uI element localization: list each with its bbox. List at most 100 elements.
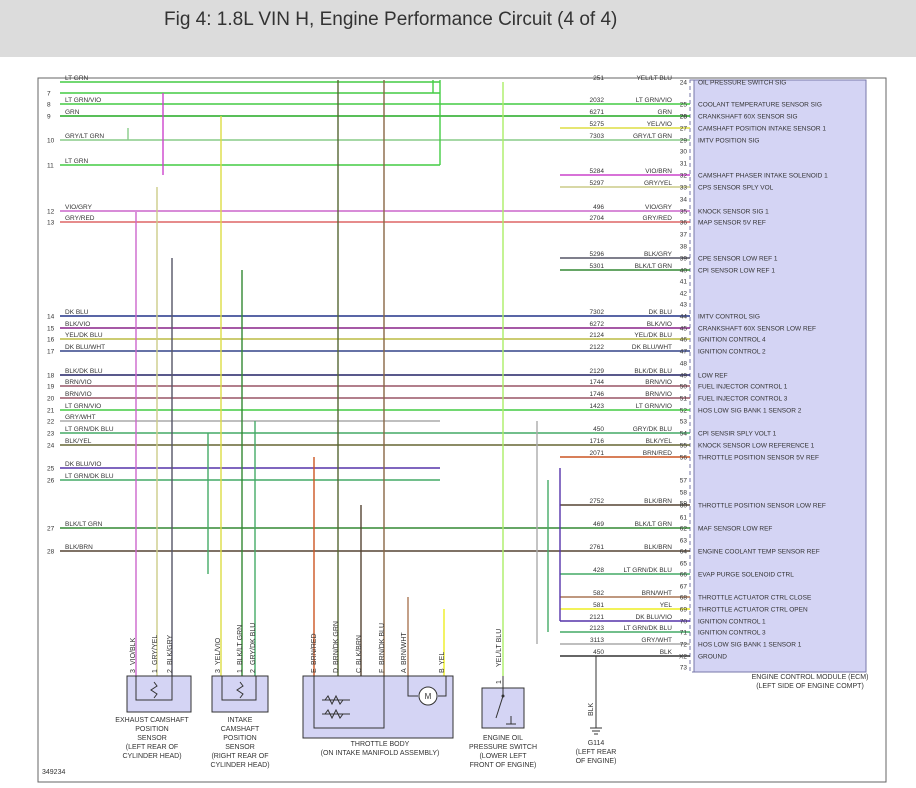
title-bar: Fig 4: 1.8L VIN H, Engine Performance Ci… [0, 0, 916, 57]
ecm-pin-number: 31 [680, 161, 688, 168]
ecm-pin-name: MAF SENSOR LOW REF [698, 526, 772, 533]
wire-circuit-number: 2761 [590, 544, 605, 551]
ecm-pin-number: 42 [680, 291, 688, 298]
ecm-pin-number: 41 [680, 279, 688, 286]
ground-wire-label: BLK [588, 702, 595, 716]
wire-circuit-number: 428 [593, 567, 604, 574]
wire-layer [60, 81, 690, 657]
wire-row-number: 17 [47, 349, 55, 356]
wire-left-label: GRN [65, 109, 80, 116]
intake-cam-label-3: SENSOR [225, 744, 255, 751]
wire-left-label: YEL/DK BLU [65, 332, 103, 339]
throttle-pin-d: D [333, 668, 340, 673]
intake-camshaft-sensor: 3 YEL/VIO 1 BLK/LT GRN 2 GRY/DK BLU INTA… [210, 623, 269, 769]
ecm-pin-number: 58 [680, 490, 688, 497]
intake-cam-label-1: CAMSHAFT [221, 726, 260, 733]
throttle-pin-a: A [401, 668, 408, 673]
wire-row-number: 23 [47, 431, 55, 438]
ecm-pin-number: 39 [680, 256, 688, 263]
wire-circuit-number: 2124 [590, 332, 605, 339]
ecm-pin-name: OIL PRESSURE SWITCH SIG [698, 80, 786, 87]
ecm-pin-number: 34 [680, 197, 688, 204]
wire-color-code: BRN/VIO [645, 379, 672, 386]
ecm-pin-number: 66 [680, 572, 688, 579]
ecm-pin-name: THROTTLE ACTUATOR CTRL CLOSE [698, 595, 812, 602]
ecm-pin-number: 30 [680, 149, 688, 156]
wire-circuit-number: 5301 [590, 263, 605, 270]
page-title: Fig 4: 1.8L VIN H, Engine Performance Ci… [164, 9, 618, 30]
wiring-diagram: ENGINE CONTROL MODULE (ECM) (LEFT SIDE O… [37, 75, 887, 783]
ground-label-0: (LEFT REAR [576, 749, 617, 756]
wire-row-number: 25 [47, 466, 55, 473]
ecm-pin-number: 40 [680, 268, 688, 275]
wire-color-code: BRN/WHT [642, 590, 672, 597]
intake-cam-label-4: (RIGHT REAR OF [211, 753, 268, 760]
ecm-label-2: (LEFT SIDE OF ENGINE COMPT) [756, 683, 864, 690]
wire-circuit-number: 1746 [590, 391, 605, 398]
oil-switch-label-2: (LOWER LEFT [479, 753, 527, 760]
ecm-pin-name: KNOCK SENSOR SIG 1 [698, 209, 769, 216]
wire-row-number: 16 [47, 337, 55, 344]
wire-left-label: BLK/DK BLU [65, 368, 103, 375]
wire-left-label: LT GRN/VIO [65, 403, 101, 410]
wire-left-label: LT GRN/DK BLU [65, 473, 114, 480]
oil-switch-pin-1: 1 [496, 680, 503, 684]
wire-color-code: DK BLU/WHT [632, 344, 672, 351]
wire-color-code: GRY/LT GRN [633, 133, 672, 140]
exhaust-cam-wire-1: VIO/BLK [130, 637, 137, 665]
wire-color-code: BLK/BRN [644, 544, 672, 551]
wire-row-number: 22 [47, 419, 55, 426]
wire-circuit-number: 2123 [590, 625, 605, 632]
throttle-pin-b: B [439, 668, 446, 673]
wire-circuit-number: 496 [593, 204, 604, 211]
wire-color-code: GRY/RED [643, 215, 673, 222]
wire-row-number: 19 [47, 384, 55, 391]
ecm-pin-name: CPI SENSIR SPLY VOLT 1 [698, 431, 777, 438]
wire-color-code: VIO/GRY [645, 204, 673, 211]
wire-circuit-number: 6271 [590, 109, 605, 116]
wire-color-code: BLK/VIO [647, 321, 672, 328]
ecm-pin-number: 48 [680, 361, 688, 368]
wire-row-number: 11 [47, 163, 54, 170]
ecm-box-outline [689, 79, 867, 673]
figure-id: 349234 [42, 769, 65, 776]
ecm-pin-number: 32 [680, 173, 688, 180]
exhaust-cam-label-4: CYLINDER HEAD) [122, 753, 181, 760]
ecm-pin-number: 72 [680, 642, 688, 649]
wire-circuit-number: 450 [593, 426, 604, 433]
exhaust-cam-sensor-box [126, 675, 192, 713]
ecm-pin-name: CAMSHAFT PHASER INTAKE SOLENOID 1 [698, 173, 828, 180]
ecm-pin-number: 38 [680, 244, 688, 251]
ecm-pin-name: IGNITION CONTROL 1 [698, 619, 766, 626]
ecm-pin-number: 50 [680, 384, 688, 391]
ecm-pin-number: 45 [680, 326, 688, 333]
wire-row-number: 7 [47, 91, 51, 98]
ecm-pin-name: MAP SENSOR 5V REF [698, 220, 766, 227]
ecm-pin-name: COOLANT TEMPERATURE SENSOR SIG [698, 102, 822, 109]
throttle-wire-b: YEL [439, 652, 446, 665]
ecm-pin-name: THROTTLE POSITION SENSOR LOW REF [698, 503, 826, 510]
ecm-pin-number: 33 [680, 185, 688, 192]
ecm-pin-name: CAMSHAFT POSITION INTAKE SENSOR 1 [698, 126, 826, 133]
ecm-pin-name: IMTV POSITION SIG [698, 138, 759, 145]
throttle-wire-e: BRN/RED [311, 633, 318, 665]
ecm-pin-number: 27 [680, 126, 688, 133]
ecm-pin-number: 63 [680, 538, 688, 545]
ecm-pin-name: GROUND [698, 654, 727, 661]
wire-row-number: 10 [47, 138, 55, 145]
exhaust-cam-label-3: (LEFT REAR OF [126, 744, 178, 751]
ecm-pin-number: X2 [679, 654, 687, 661]
wire-circuit-number: 5297 [590, 180, 605, 187]
ecm-pin-name: CRANKSHAFT 60X SENSOR LOW REF [698, 326, 816, 333]
ecm-pin-number: 68 [680, 595, 688, 602]
wire-color-code: GRN [658, 109, 673, 116]
ground-g114: BLK G114 (LEFT REAR OF ENGINE) [576, 656, 617, 765]
throttle-pin-c: C [356, 668, 363, 673]
ecm-pin-number: 43 [680, 302, 688, 309]
wire-left-label: BLK/LT GRN [65, 521, 103, 528]
throttle-pin-f: F [379, 669, 386, 673]
intake-cam-pin-1: 1 [237, 669, 244, 673]
intake-cam-resistor-icon [221, 676, 257, 701]
wire-row-number: 9 [47, 114, 51, 121]
throttle-wire-c: BLK/BRN [356, 635, 363, 665]
